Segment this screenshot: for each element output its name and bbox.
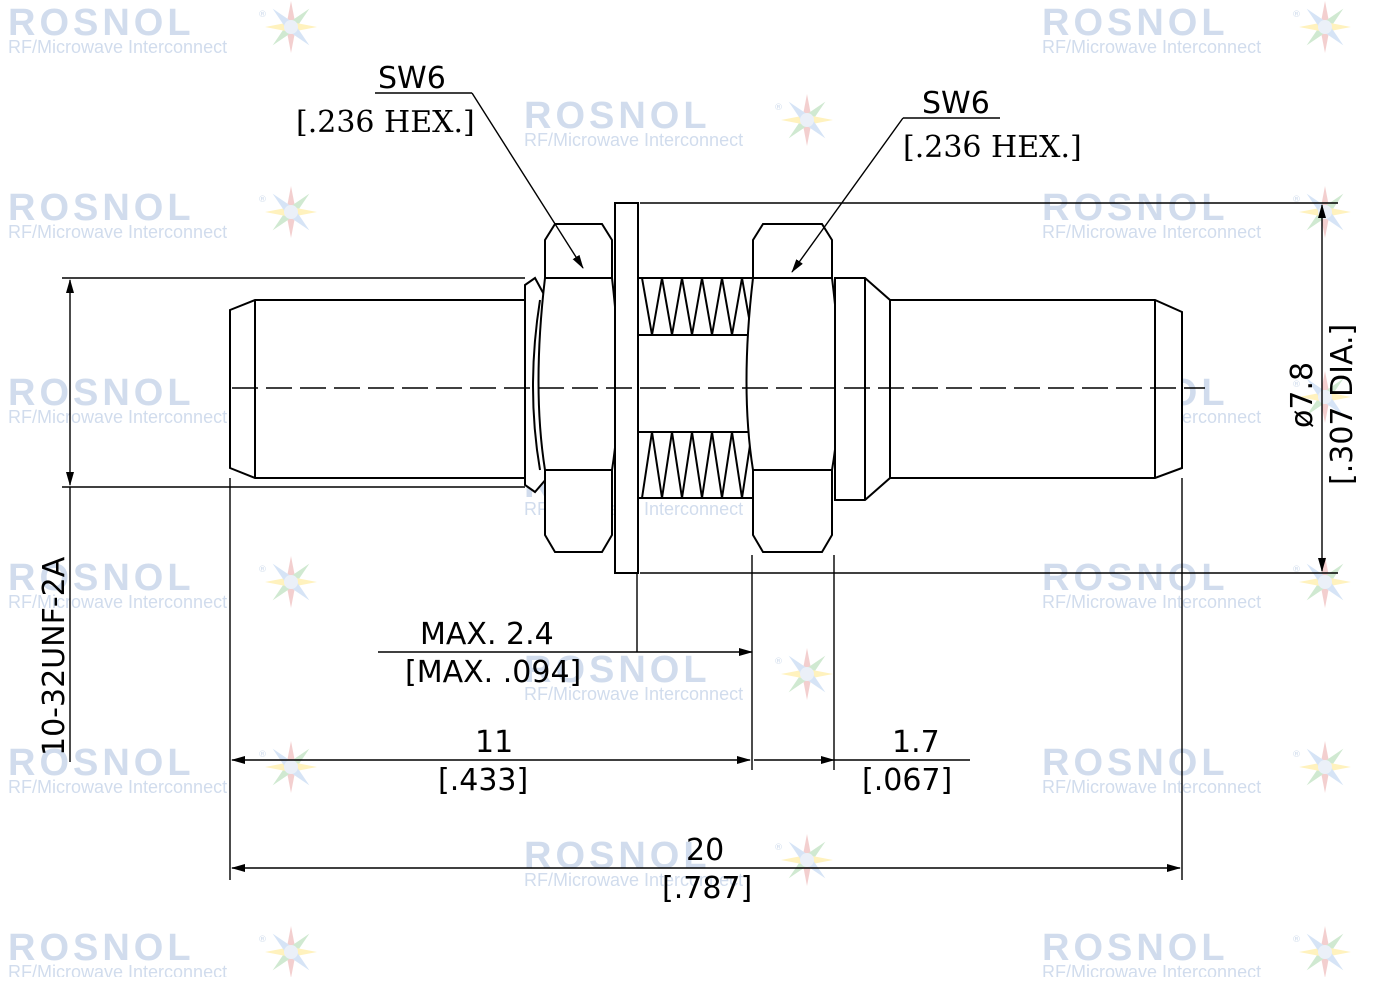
rosnol-watermark: ROSNOL ® RF/Microwave Interconnect [1042, 556, 1351, 612]
diameter-inch-label: [.307 DIA.] [1325, 324, 1360, 485]
watermark-reg-mark: ® [1292, 195, 1301, 205]
nut-length-mm-label: 1.7 [892, 725, 940, 760]
right-barrel [889, 299, 1183, 479]
rosnol-star-logo-icon [781, 834, 833, 886]
watermark-tagline: RF/Microwave Interconnect [1042, 777, 1261, 797]
rosnol-star-logo-icon [781, 648, 833, 700]
rosnol-watermark: ROSNOL ® RF/Microwave Interconnect [8, 186, 317, 242]
watermark-brand: ROSNOL [1042, 742, 1229, 784]
rosnol-watermark: ROSNOL ® RF/Microwave Interconnect [8, 556, 317, 612]
panel-max-mm-label: MAX. 2.4 [420, 617, 554, 652]
watermark-tagline: RF/Microwave Interconnect [8, 777, 227, 797]
watermark-reg-mark: ® [258, 565, 267, 575]
watermark-reg-mark: ® [258, 10, 267, 20]
left-length-inch-label: [.433] [438, 763, 528, 798]
rosnol-star-logo-icon [1299, 186, 1351, 238]
watermark-tagline: RF/Microwave Interconnect [1042, 962, 1261, 977]
rosnol-watermark: ROSNOL®RF/Microwave Interconnect [524, 834, 833, 890]
watermark-tagline: RF/Microwave Interconnect [8, 222, 227, 242]
rosnol-star-logo-icon [1299, 1, 1351, 53]
diameter-mm-label: ø7.8 [1285, 362, 1320, 428]
rosnol-star-logo-icon [265, 556, 317, 608]
watermark-reg-mark: ® [258, 935, 267, 945]
watermark-tagline: RF/Microwave Interconnect [1042, 222, 1261, 242]
rosnol-watermark: ROSNOL ® RF/Microwave Interconnect [1042, 186, 1351, 242]
watermark-tagline: RF/Microwave Interconnect [524, 684, 743, 704]
watermark-tagline: RF/Microwave Interconnect [524, 130, 743, 150]
watermark-reg-mark: ® [1292, 380, 1301, 390]
right-collar [834, 277, 891, 501]
nut-length-inch-label: [.067] [862, 763, 952, 798]
watermark-reg-mark: ® [1292, 10, 1301, 20]
watermark-tagline: RF/Microwave Interconnect [8, 962, 227, 977]
watermark-reg-mark: ® [258, 750, 267, 760]
left-hex-size-label: SW6 [378, 61, 446, 96]
rosnol-watermark: ROSNOL ® RF/Microwave Interconnect [1042, 1, 1351, 57]
rosnol-watermark: ROSNOL ® RF/Microwave Interconnect [524, 94, 833, 150]
watermark-tagline: RF/Microwave Interconnect [1042, 37, 1261, 57]
watermark-reg-mark: ® [1292, 935, 1301, 945]
rosnol-star-logo-icon [265, 926, 317, 978]
watermark-brand: ROSNOL [1042, 187, 1229, 229]
watermark-tagline: RF/Microwave Interconnect [8, 407, 227, 427]
watermark-brand: ROSNOL [1042, 557, 1229, 599]
overall-length-mm-label: 20 [686, 833, 724, 868]
left-hex-inch-label: [.236 HEX.] [296, 105, 475, 140]
watermark-brand: ROSNOL [8, 927, 195, 969]
panel-max-inch-label: [MAX. .094] [405, 655, 581, 690]
watermark-reg-mark: ® [1292, 750, 1301, 760]
rosnol-watermark: ROSNOL ® RF/Microwave Interconnect [1042, 926, 1351, 982]
watermark-brand: ROSNOL [524, 649, 711, 691]
thread-spec-label: 10-32UNF-2A [37, 556, 72, 756]
watermark-reg-mark: ® [258, 195, 267, 205]
watermark-reg-mark: ® [774, 843, 783, 853]
dimension-lines [62, 92, 1338, 880]
watermark-tagline: RF/Microwave Interconnect [8, 592, 227, 612]
watermark-brand: ROSNOL [8, 557, 195, 599]
rosnol-star-logo-icon [265, 1, 317, 53]
watermark-brand: ROSNOL [1042, 927, 1229, 969]
watermark-tagline: RF/Microwave Interconnect [1042, 592, 1261, 612]
watermark-brand: ROSNOL [524, 95, 711, 137]
rosnol-watermark: ROSNOL ® RF/Microwave Interconnect [8, 741, 317, 797]
rosnol-star-logo-icon [1299, 556, 1351, 608]
connector-body [229, 202, 1183, 574]
left-barrel [229, 299, 526, 479]
watermark-tagline: RF/Microwave Interconnect [524, 870, 743, 890]
rosnol-star-logo-icon [1299, 741, 1351, 793]
rosnol-watermark: ROSNOL ® RF/Microwave Interconnect [8, 1, 317, 57]
watermark-brand: ROSNOL [8, 2, 195, 44]
watermark-reg-mark: ® [774, 657, 783, 667]
watermark-brand: ROSNOL [8, 742, 195, 784]
rosnol-star-logo-icon [781, 94, 833, 146]
left-hex-nut [532, 223, 625, 553]
watermark-brand: ROSNOL [8, 372, 195, 414]
right-hex-inch-label: [.236 HEX.] [903, 130, 1082, 165]
rosnol-watermark: ROSNOL ® RF/Microwave Interconnect [8, 926, 317, 982]
rosnol-star-logo-icon [1299, 926, 1351, 978]
watermark-tagline: RF/Microwave Interconnect [8, 37, 227, 57]
rosnol-watermark: ROSNOL ® RF/Microwave Interconnect [1042, 741, 1351, 797]
right-hex-size-label: SW6 [922, 86, 990, 121]
watermark-brand: ROSNOL [8, 187, 195, 229]
rosnol-watermark: ROSNOL ® RF/Microwave Interconnect [524, 648, 833, 704]
watermark-reg-mark: ® [774, 103, 783, 113]
watermark-brand: ROSNOL [1042, 2, 1229, 44]
dimension-labels: SW6 [.236 HEX.] SW6 [.236 HEX.] ø7.8 [.3… [37, 61, 1360, 906]
left-length-mm-label: 11 [475, 725, 513, 760]
overall-length-inch-label: [.787] [662, 871, 752, 906]
rosnol-star-logo-icon [265, 741, 317, 793]
watermark-reg-mark: ® [1292, 565, 1301, 575]
right-hex-nut [745, 223, 840, 553]
watermark-layer: ROSNOL®RF/Microwave InterconnectROSNOL®R… [8, 1, 1351, 982]
rosnol-star-logo-icon [265, 186, 317, 238]
